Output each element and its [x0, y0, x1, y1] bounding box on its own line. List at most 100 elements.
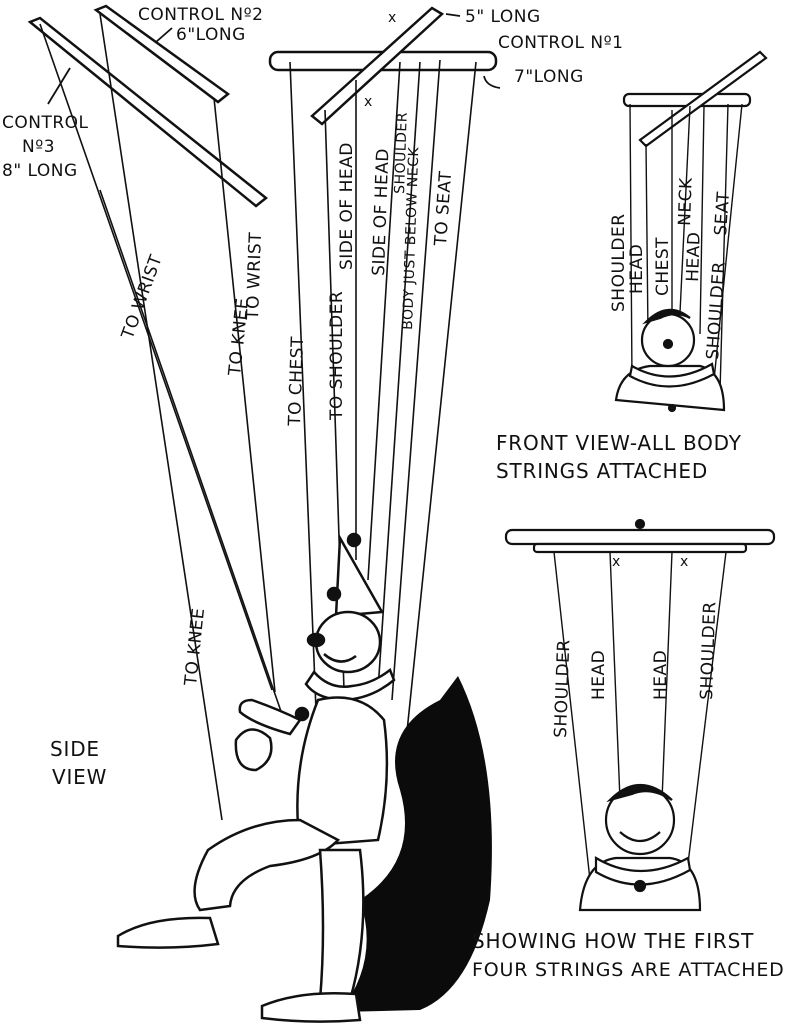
clown-hand: [234, 728, 273, 772]
label-shoulder: SHOULDER: [392, 112, 411, 194]
side-view-strings: [39, 13, 477, 821]
hat-pompom-mid: [326, 586, 342, 602]
string-knee-from-c3: [99, 13, 223, 821]
clown-head: [314, 610, 382, 674]
clown-leg-front: [193, 818, 341, 912]
label-arrows: [47, 13, 501, 105]
clown-arm: [238, 698, 302, 736]
control-3-length: 8" LONG: [2, 161, 78, 181]
front-clown-hair: [642, 308, 691, 325]
front-clown-button: [667, 403, 677, 413]
front-label-shoulder: SHOULDER: [609, 213, 629, 312]
front-view-clown: [614, 308, 726, 413]
first-four-string-shoulder-right: [685, 551, 727, 881]
control-2-length: 6"LONG: [176, 25, 246, 45]
front-clown-nose: [662, 338, 674, 350]
first-four-x-mark-left: x: [612, 554, 621, 570]
first-four-labels: x x SHOULDER HEAD HEAD SHOULDER SHOWING …: [472, 554, 785, 981]
front-view-controls: [622, 50, 768, 148]
label-to-knee-lower: TO KNEE: [181, 607, 209, 688]
control-1-bar-length: 7"LONG: [514, 67, 584, 87]
front-label-head: HEAD: [627, 244, 647, 294]
first-four-main-bar: [504, 528, 776, 546]
front-label-shoulder2: SHOULDER: [703, 261, 730, 361]
front-label-head2: HEAD: [683, 231, 705, 282]
first-four-caption-line1: SHOWING HOW THE FIRST: [472, 929, 754, 953]
clown-body: [296, 696, 389, 848]
x-mark-mid: x: [364, 94, 373, 110]
front-clown-ruff: [628, 362, 716, 388]
first-four-clown-smile: [619, 831, 661, 843]
arrow-control-1: [445, 13, 461, 17]
control-labels: CONTROL Nº2 6"LONG 5" LONG CONTROL Nº1 7…: [2, 5, 623, 181]
hat-pompom-top: [346, 532, 362, 548]
first-four-label-head-left: HEAD: [589, 650, 609, 700]
string-wrist-from-c3: [39, 23, 273, 691]
control-2-name: CONTROL Nº2: [138, 5, 263, 25]
control-1-length: 5" LONG: [465, 7, 541, 27]
body-button-1: [294, 706, 310, 722]
clown-leg-back: [318, 848, 365, 1002]
first-four-x-mark-right: x: [680, 554, 689, 570]
arrow-control-3: [47, 67, 71, 105]
clown-hat: [334, 533, 385, 618]
front-label-neck: NECK: [675, 177, 697, 226]
clown-ruff: [304, 667, 396, 702]
first-four-clown-ruff: [594, 856, 692, 886]
clown-nose: [306, 632, 326, 648]
clown-shoe-back: [260, 991, 362, 1023]
string-below-neck: [391, 59, 441, 701]
clown-shadow: [340, 676, 492, 1012]
label-to-shoulder: TO SHOULDER: [327, 291, 347, 421]
first-four-hook: [634, 518, 646, 530]
clown-smile: [323, 653, 357, 663]
label-side-of-head-1: SIDE OF HEAD: [337, 142, 357, 270]
first-four-clown-hair: [606, 784, 673, 803]
control-3-bar: [27, 16, 269, 208]
side-view-string-labels: TO WRIST TO KNEE TO WRIST TO CHEST TO SH…: [50, 112, 456, 789]
label-body-below-neck: BODY JUST BELOW NECK: [400, 146, 422, 330]
first-four-string-head-left: [609, 551, 621, 801]
front-label-chest: CHEST: [653, 237, 673, 296]
front-string-head2: [699, 105, 705, 335]
first-four-label-shoulder-left: SHOULDER: [551, 639, 574, 738]
control-2-bar: [93, 4, 231, 104]
arrow-control-2: [155, 27, 173, 43]
front-view-caption-line1: FRONT VIEW-ALL BODY: [496, 431, 742, 455]
string-wrist-from-c2: [213, 97, 276, 693]
front-view-caption-line2: STRINGS ATTACHED: [496, 459, 708, 483]
side-view-caption-line2: VIEW: [52, 765, 107, 789]
first-four-label-shoulder-right: SHOULDER: [697, 601, 720, 700]
side-view-caption-line1: SIDE: [50, 737, 100, 761]
first-four-string-head-right: [661, 551, 673, 801]
front-view-labels: SHOULDER HEAD CHEST NECK HEAD SEAT SHOUL…: [496, 177, 742, 483]
label-side-of-head-2: SIDE OF HEAD: [369, 148, 393, 276]
string-shoulder-2: [377, 61, 421, 691]
front-string-shoulder: [629, 103, 633, 381]
first-four-string-shoulder-left: [553, 551, 591, 881]
control-3-name-line2: Nº3: [22, 137, 55, 157]
control-bars: [27, 4, 498, 208]
front-string-head: [645, 143, 649, 335]
x-mark-top: x: [388, 10, 397, 26]
clown-shoe-front: [116, 916, 220, 949]
label-to-seat: TO SEAT: [431, 170, 456, 247]
arrow-7in: [483, 75, 501, 89]
front-string-seat: [719, 103, 729, 393]
front-string-shoulder2: [713, 103, 743, 381]
first-four-clown: [578, 784, 702, 912]
control-1-cross-bar: [310, 6, 445, 126]
label-to-wrist-right: TO WRIST: [243, 231, 266, 321]
first-four-label-head-right: HEAD: [651, 650, 671, 700]
string-seat: [401, 61, 477, 781]
control-1-name: CONTROL Nº1: [498, 33, 623, 53]
first-four-strings: [553, 551, 727, 881]
label-to-chest: TO CHEST: [285, 336, 308, 427]
string-side-head-2: [367, 61, 401, 581]
first-four-lower-bar: [532, 542, 748, 554]
first-four-clown-button: [633, 879, 647, 893]
first-four-controls: [504, 518, 776, 554]
first-four-caption-line2: FOUR STRINGS ARE ATTACHED: [472, 959, 785, 981]
